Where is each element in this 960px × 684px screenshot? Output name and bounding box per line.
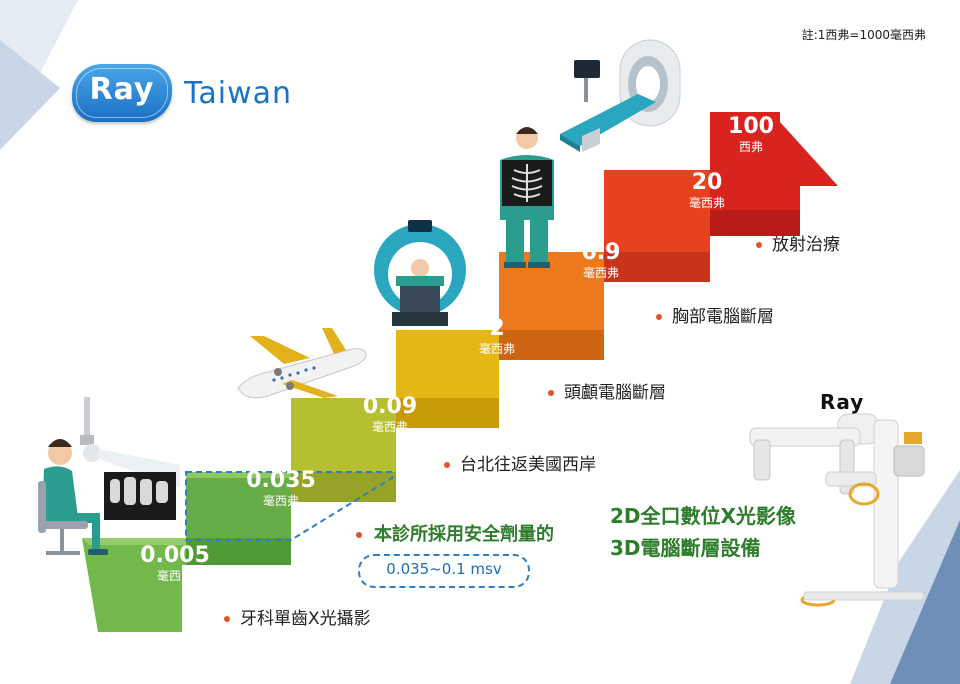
dental-xray-patient-icon: [38, 397, 180, 555]
step-2: [186, 472, 291, 538]
step-6-value: 20 毫西弗: [672, 170, 742, 210]
step-4-unit: 毫西弗: [478, 342, 515, 356]
step-4-number: 2: [489, 316, 505, 341]
step-1: [82, 538, 193, 632]
step-4-value: 2 毫西弗: [462, 316, 532, 356]
step-6: [604, 170, 710, 252]
step-2-unit: 毫西弗: [262, 494, 299, 508]
label-chest-ct: 胸部電腦斷層: [656, 302, 774, 327]
step-7-number: 100: [728, 114, 774, 139]
step-2-value: 0.035 毫西弗: [243, 468, 319, 508]
step-5-unit: 毫西弗: [582, 266, 619, 280]
label-head-ct: 頭顱電腦斷層: [548, 378, 666, 403]
step-7-arrow: [710, 112, 838, 210]
label-flight-taipei-us: 台北往返美國西岸: [444, 450, 596, 475]
step-7-unit: 西弗: [738, 140, 763, 154]
step-3-value: 0.09 毫西弗: [355, 394, 425, 434]
step-1-number: 0.005: [140, 543, 210, 568]
step-5-number: 6.9: [581, 240, 621, 265]
chest-xray-person-icon: [500, 127, 554, 268]
device-ray-brand: Ray: [820, 390, 865, 414]
label-radiotherapy: 放射治療: [756, 230, 840, 255]
step-7-value: 100 西弗: [716, 114, 786, 154]
step-1-value: 0.005 毫西弗: [140, 543, 210, 583]
airplane-icon: [237, 328, 367, 399]
clinic-dose-range-box: [358, 554, 530, 588]
ray-taiwan-logo: Ray Taiwan: [72, 64, 312, 126]
logo-brand: Ray: [89, 72, 155, 107]
step-5: [499, 252, 604, 330]
step-6-number: 20: [691, 170, 723, 195]
logo-region: Taiwan: [184, 76, 293, 111]
device-line-2: 3D電腦斷層設備: [610, 536, 761, 560]
label-dental-single-xray: 牙科單齒X光攝影: [224, 604, 371, 629]
step-1-unit: 毫西弗: [156, 569, 193, 583]
dental-cbct-device-icon: [749, 413, 925, 607]
step-5-value: 6.9 毫西弗: [566, 240, 636, 280]
step-4: [396, 330, 499, 398]
clinic-dose-range: 0.035~0.1 msv: [386, 560, 502, 578]
highlight-step-2: [185, 471, 393, 541]
step-3-unit: 毫西弗: [371, 420, 408, 434]
device-description: 2D全口數位X光影像 3D電腦斷層設備: [610, 500, 796, 564]
step-3: [291, 398, 396, 472]
step-6-unit: 毫西弗: [688, 196, 725, 210]
step-3-number: 0.09: [362, 394, 418, 419]
clinic-safe-dose-text: 本診所採用安全劑量的: [356, 520, 554, 546]
mri-scanner-icon: [560, 39, 681, 152]
ct-scanner-icon: [374, 220, 466, 326]
unit-note: 註:1西弗=1000毫西弗: [801, 28, 926, 42]
device-line-1: 2D全口數位X光影像: [610, 504, 796, 528]
step-2-number: 0.035: [246, 468, 316, 493]
